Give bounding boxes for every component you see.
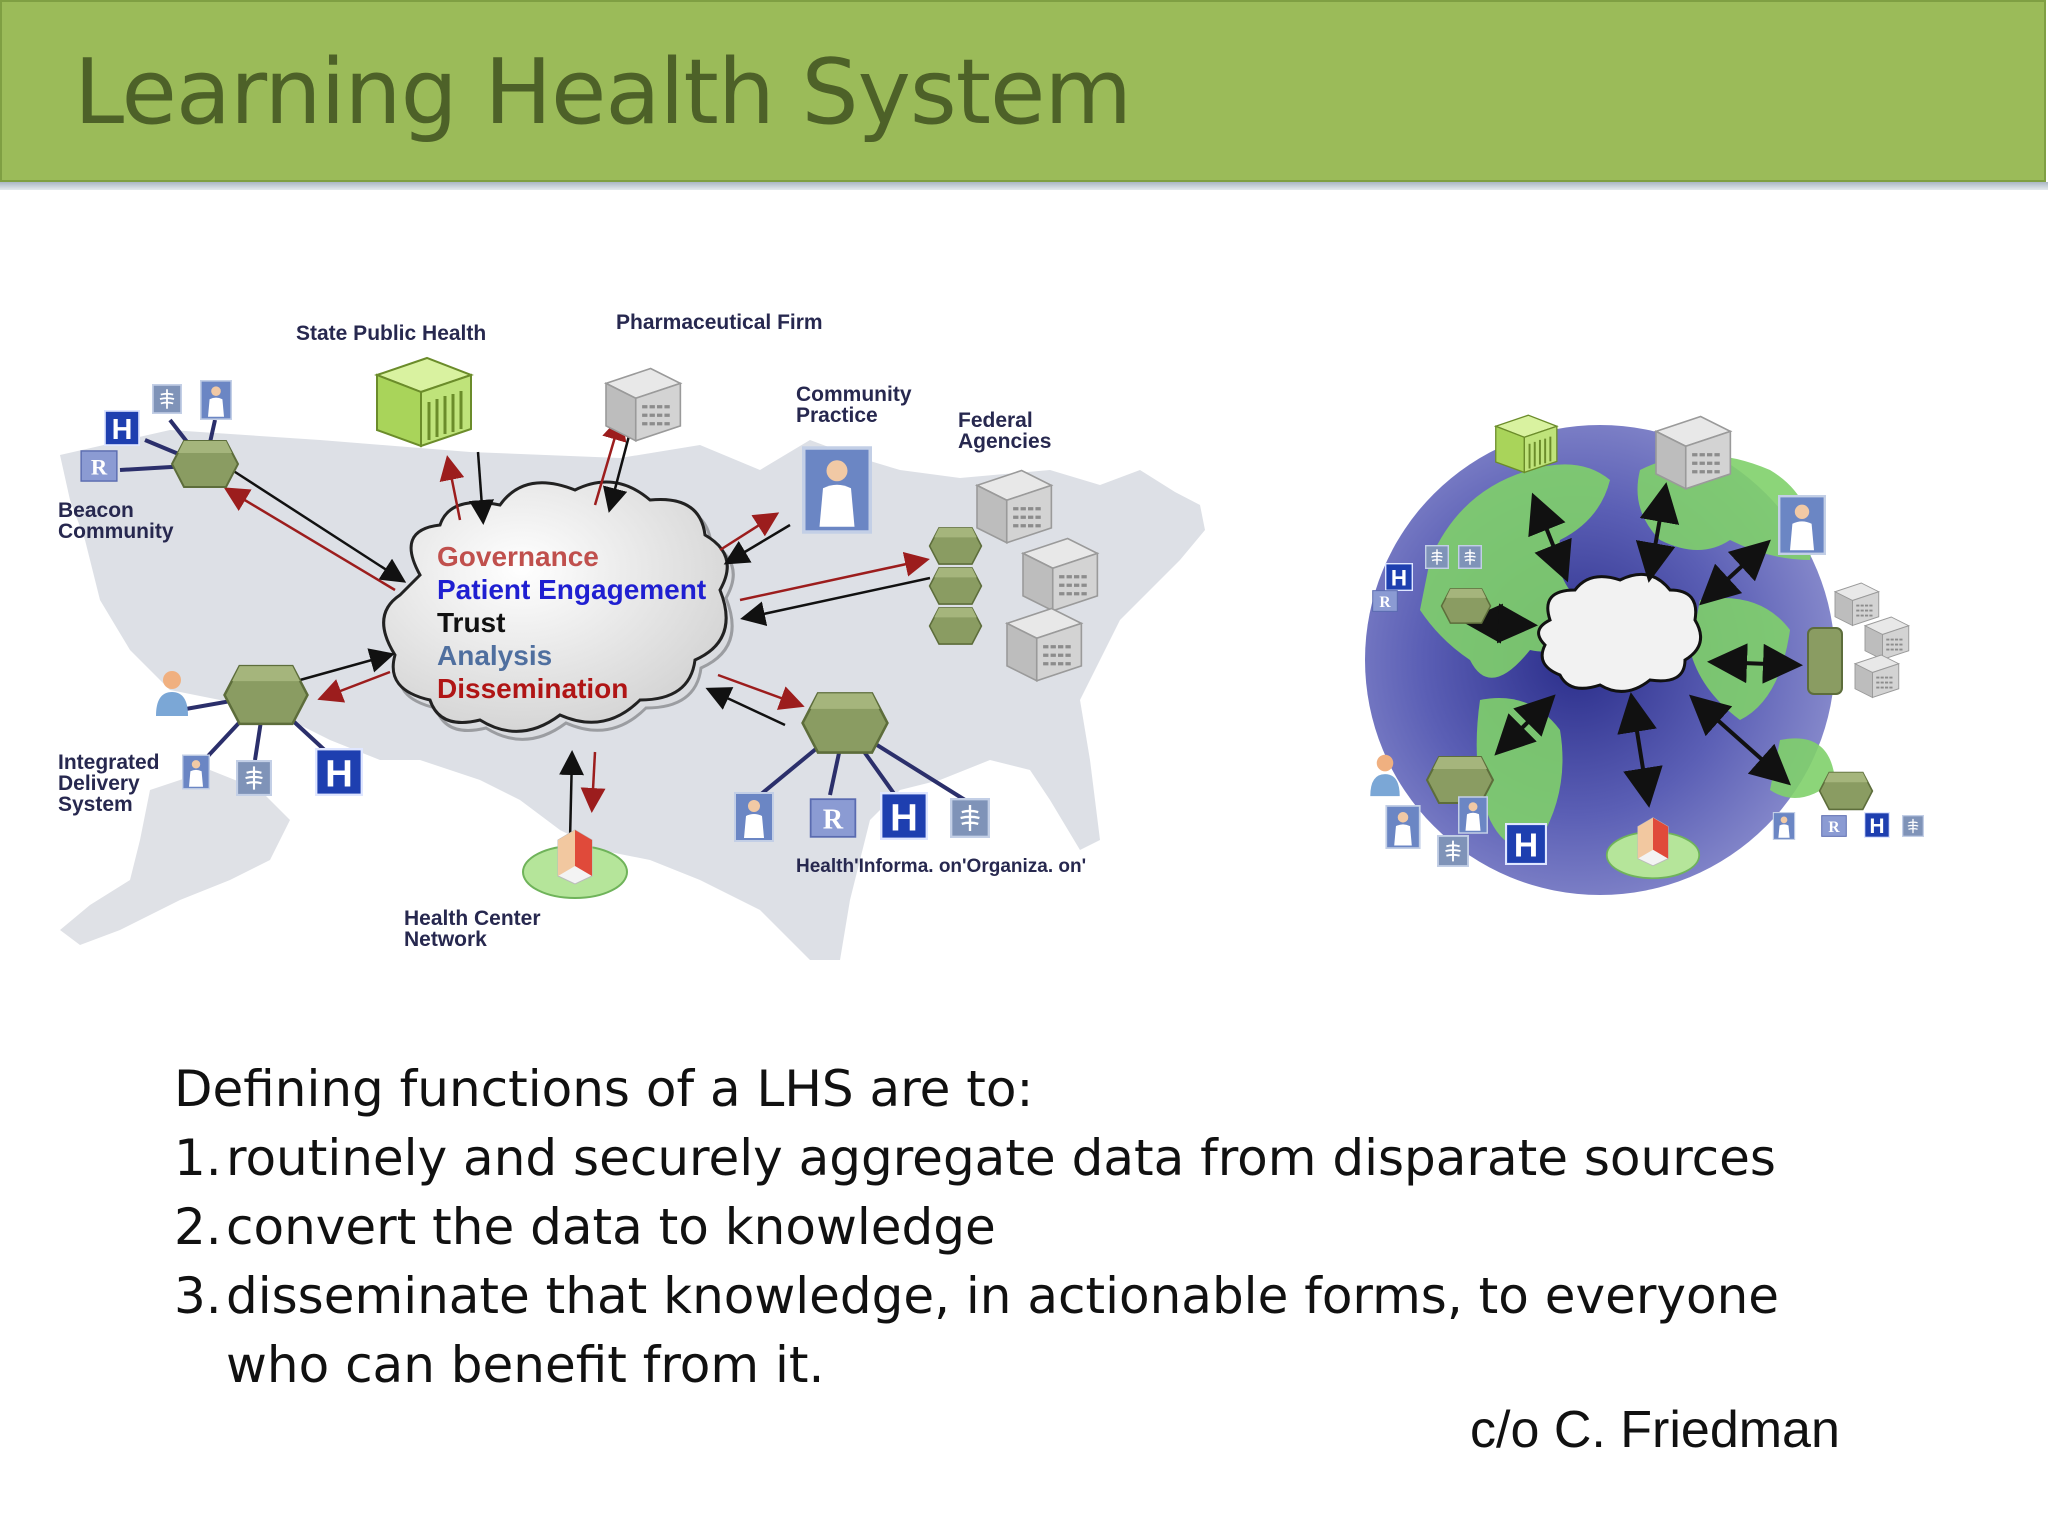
defining-functions-intro: Defining functions of a LHS are to: bbox=[174, 1060, 1034, 1118]
hospital-icon bbox=[1864, 812, 1890, 838]
doctor-icon bbox=[199, 380, 233, 420]
doctor-icon bbox=[1458, 796, 1488, 834]
globe-federal-server-icon-1 bbox=[1834, 582, 1880, 627]
globe-federal-server-icon-3 bbox=[1854, 654, 1900, 699]
label-federal-agencies: Federal Agencies bbox=[958, 409, 1052, 453]
xray-icon bbox=[152, 384, 182, 414]
globe-cloud-icon bbox=[1537, 572, 1703, 693]
list-item-number: 3. bbox=[174, 1267, 222, 1325]
label-state-public-health: State Public Health bbox=[296, 322, 487, 345]
globe-hio-hub-hexagon bbox=[1818, 771, 1874, 811]
federal-hub-hexagon-2 bbox=[928, 567, 983, 605]
slide-title: Learning Health System bbox=[74, 40, 1132, 145]
list-item-text: convert the data to knowledge bbox=[226, 1198, 996, 1256]
federal-server-icon-2 bbox=[1021, 536, 1100, 613]
pharmacy-rx-icon bbox=[1821, 815, 1847, 837]
federal-hub-hexagon-1 bbox=[928, 527, 983, 565]
globe-public-health-building-icon bbox=[1494, 414, 1558, 474]
credit-attribution: c/o C. Friedman bbox=[1470, 1401, 1840, 1459]
title-bar bbox=[0, 0, 2046, 182]
cloud-icon bbox=[382, 480, 735, 741]
hio-hub-hexagon bbox=[801, 692, 889, 754]
label-health-center-network: Health Center Network bbox=[404, 907, 541, 951]
community-practice-doctor-icon bbox=[802, 446, 872, 534]
label-community-practice: Community Practice bbox=[796, 383, 912, 427]
list-item-text: disseminate that knowledge, in actionabl… bbox=[226, 1267, 1780, 1394]
ids-hub-hexagon bbox=[223, 664, 309, 726]
cloud-item-trust: Trust bbox=[437, 607, 506, 638]
hospital-icon bbox=[1505, 823, 1547, 865]
cloud-item-dissemination: Dissemination bbox=[437, 673, 629, 704]
xray-icon bbox=[1425, 545, 1449, 569]
pharma-server-icon bbox=[604, 366, 683, 443]
map-arrows bbox=[223, 415, 931, 841]
hospital-icon bbox=[1385, 563, 1413, 591]
doctor-icon bbox=[1385, 805, 1421, 849]
label-integrated-delivery-system: Integrated Delivery System bbox=[58, 751, 160, 816]
title-bar-shadow bbox=[0, 182, 2048, 190]
alaska-shape bbox=[60, 770, 290, 945]
list-item-text: routinely and securely aggregate data fr… bbox=[226, 1129, 1776, 1187]
xray-icon bbox=[1437, 835, 1469, 867]
xray-icon bbox=[1902, 815, 1924, 837]
list-item: 3. disseminate that knowledge, in action… bbox=[174, 1262, 1866, 1400]
xray-icon bbox=[950, 798, 990, 838]
label-pharmaceutical-firm: Pharmaceutical Firm bbox=[616, 311, 823, 334]
cloud-item-patient-engagement: Patient Engagement bbox=[437, 574, 707, 605]
label-beacon-community: Beacon Community bbox=[58, 499, 174, 543]
pharmacy-rx-icon bbox=[809, 798, 857, 838]
list-item-number: 1. bbox=[174, 1129, 222, 1187]
cloud-item-analysis: Analysis bbox=[437, 640, 553, 671]
list-item-number: 2. bbox=[174, 1198, 222, 1256]
globe-beacon-hub-hexagon bbox=[1440, 588, 1492, 624]
globe-server-icon bbox=[1654, 414, 1733, 491]
globe-ids-hub-hexagon bbox=[1425, 755, 1495, 805]
cloud-item-governance: Governance bbox=[437, 541, 599, 572]
globe-doctor-icon bbox=[1777, 495, 1827, 555]
doctor-icon bbox=[1772, 812, 1796, 840]
defining-functions-block: Defining functions of a LHS are to: 1. r… bbox=[174, 1055, 1866, 1400]
doctor-icon bbox=[182, 754, 210, 790]
federal-server-icon-3 bbox=[1005, 606, 1084, 683]
globe-federal-server-icon-2 bbox=[1864, 616, 1910, 661]
federal-server-icon-1 bbox=[975, 468, 1054, 545]
pharmacy-rx-icon bbox=[80, 450, 118, 482]
hospital-icon bbox=[315, 748, 363, 796]
beacon-hub-hexagon bbox=[170, 439, 240, 489]
hospital-icon bbox=[104, 410, 140, 446]
doctor-icon bbox=[733, 792, 775, 842]
hospital-icon bbox=[880, 792, 928, 840]
xray-icon bbox=[1458, 545, 1482, 569]
list-item: 2. convert the data to knowledge bbox=[174, 1193, 1866, 1262]
xray-icon bbox=[236, 760, 272, 796]
federal-hub-hexagon-3 bbox=[928, 607, 983, 645]
list-item: 1. routinely and securely aggregate data… bbox=[174, 1124, 1866, 1193]
globe-arrows bbox=[1462, 482, 1803, 808]
globe-federal-hub-stack bbox=[1807, 627, 1843, 695]
label-health-information-organization: Health'Informa. on'Organiza. on' bbox=[796, 856, 1087, 877]
state-public-health-building-icon bbox=[375, 356, 473, 448]
pharmacy-rx-icon bbox=[1372, 590, 1398, 612]
